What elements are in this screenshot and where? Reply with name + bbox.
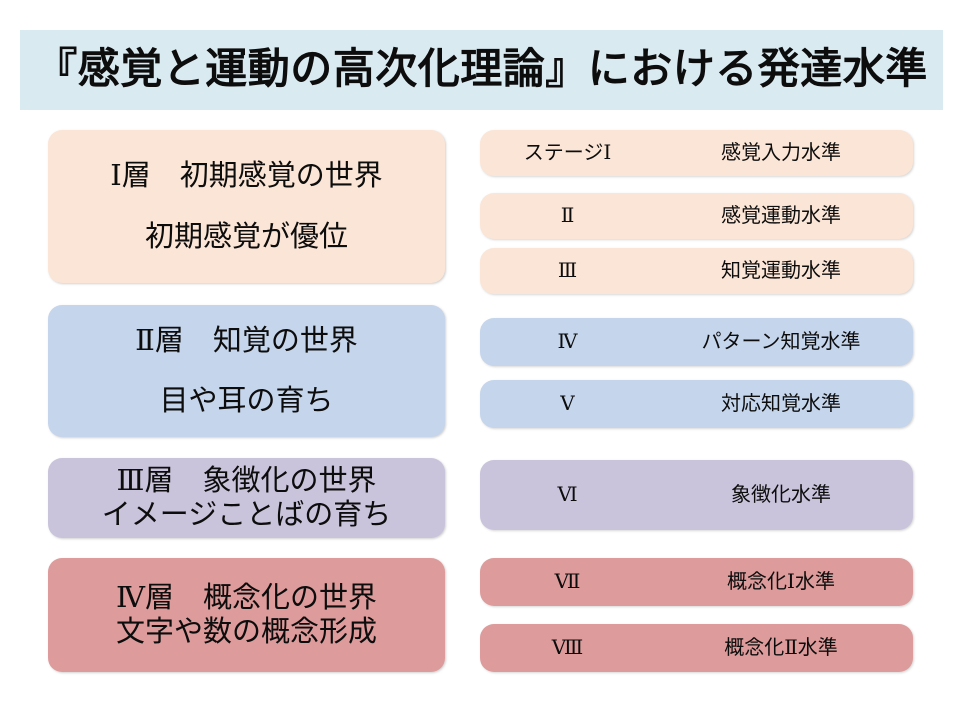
layer-2-heading: Ⅱ層 知覚の世界 <box>135 324 358 357</box>
layer-2-subtitle: 目や耳の育ち <box>159 385 334 417</box>
stage-box-4: Ⅳ パターン知覚水準 <box>480 318 913 366</box>
stage-5-number: Ⅴ <box>560 393 575 415</box>
layer-3-subtitle: イメージことばの育ち <box>101 499 392 531</box>
layer-1-subtitle: 初期感覚が優位 <box>144 220 348 253</box>
layer-1-heading: Ⅰ層 初期感覚の世界 <box>110 160 383 193</box>
stage-2-number: Ⅱ <box>560 205 575 227</box>
layer-box-3: Ⅲ層 象徴化の世界 イメージことばの育ち <box>48 458 445 538</box>
stage-5-label: 対応知覚水準 <box>721 393 841 415</box>
stage-6-number: Ⅵ <box>557 484 578 506</box>
stage-4-label: パターン知覚水準 <box>701 331 861 353</box>
stage-3-number: Ⅲ <box>557 260 578 282</box>
stage-8-label: 概念化Ⅱ水準 <box>724 637 838 659</box>
page-title: 『感覚と運動の高次化理論』における発達水準 <box>35 47 928 93</box>
stage-box-7: Ⅶ 概念化Ⅰ水準 <box>480 558 913 606</box>
stage-1-label: 感覚入力水準 <box>721 142 841 164</box>
stage-box-1: ステージⅠ 感覚入力水準 <box>480 130 913 176</box>
stage-8-number: Ⅷ <box>551 637 584 659</box>
layer-4-heading: Ⅳ層 概念化の世界 <box>116 581 377 614</box>
stage-6-label: 象徴化水準 <box>731 484 831 506</box>
stage-4-number: Ⅳ <box>557 331 578 353</box>
stage-1-number: ステージⅠ <box>523 142 612 164</box>
layer-box-4: Ⅳ層 概念化の世界 文字や数の概念形成 <box>48 558 445 672</box>
stage-box-6: Ⅵ 象徴化水準 <box>480 460 913 530</box>
stage-box-5: Ⅴ 対応知覚水準 <box>480 380 913 428</box>
stage-7-number: Ⅶ <box>554 571 581 593</box>
layer-4-subtitle: 文字や数の概念形成 <box>115 616 377 648</box>
layer-box-1: Ⅰ層 初期感覚の世界 初期感覚が優位 <box>48 130 445 283</box>
stage-2-label: 感覚運動水準 <box>721 205 841 227</box>
title-banner: 『感覚と運動の高次化理論』における発達水準 <box>20 30 943 110</box>
stage-3-label: 知覚運動水準 <box>721 260 841 282</box>
stage-box-2: Ⅱ 感覚運動水準 <box>480 193 913 239</box>
stage-box-8: Ⅷ 概念化Ⅱ水準 <box>480 624 913 672</box>
stage-7-label: 概念化Ⅰ水準 <box>727 571 835 593</box>
layer-3-heading: Ⅲ層 象徴化の世界 <box>116 464 377 497</box>
layer-box-2: Ⅱ層 知覚の世界 目や耳の育ち <box>48 305 445 437</box>
stage-box-3: Ⅲ 知覚運動水準 <box>480 248 913 294</box>
